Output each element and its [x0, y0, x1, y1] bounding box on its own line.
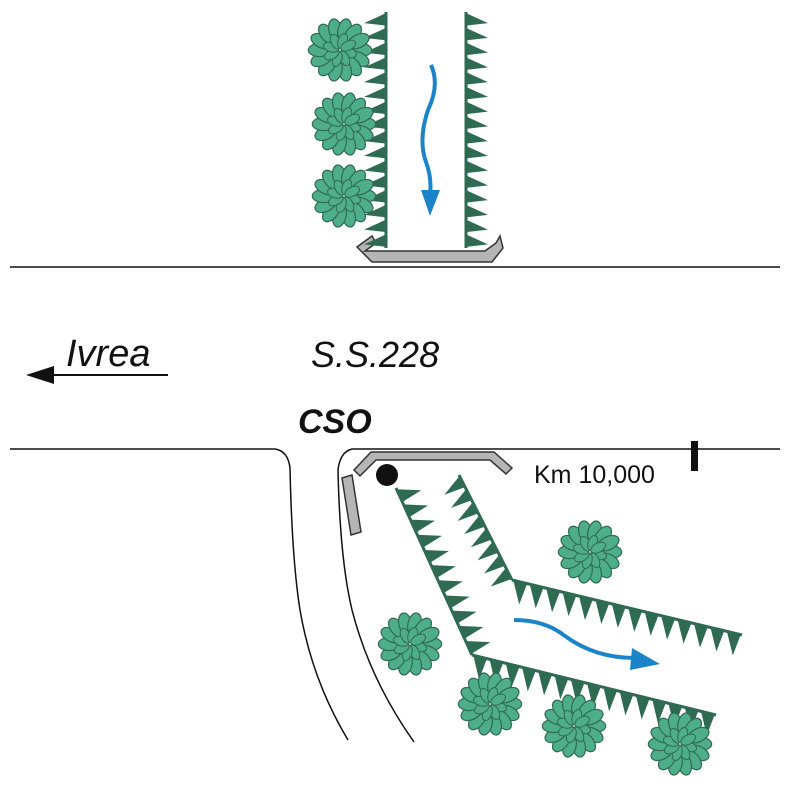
tree-icon-5: [377, 612, 443, 676]
kilometer-label: Km 10,000: [534, 461, 655, 489]
flow-arrow-south-icon: [513, 618, 660, 670]
tree-icon-4: [557, 520, 623, 584]
vegetation: [307, 18, 713, 776]
culvert-side-icon: [341, 474, 362, 536]
culvert-south-icon: [352, 451, 514, 478]
direction-label: Ivrea: [66, 333, 150, 375]
kilometer-marker-icon: [691, 441, 698, 471]
direction-arrow-icon: [26, 366, 168, 384]
ditch-banks: [364, 12, 743, 736]
ditch-bank-south-right-a: [444, 474, 514, 587]
road-edge-south-west: [10, 448, 349, 741]
tree-icon-1: [307, 18, 373, 82]
ditch-bank-north-right: [464, 12, 488, 248]
monitoring-station-icon: [376, 464, 398, 486]
station-label: CSO: [298, 403, 372, 441]
tree-icon-3: [311, 164, 377, 228]
tree-icon-2: [311, 92, 377, 156]
ditch-bank-south-left-a: [394, 487, 491, 656]
ditch-bank-south-right-b: [511, 578, 743, 656]
tree-icon-8: [647, 712, 713, 776]
road-edge-south-east: [337, 448, 780, 743]
tree-icon-7: [541, 694, 607, 758]
flow-arrow-north-icon: [420, 64, 440, 216]
road-label: S.S.228: [311, 334, 439, 375]
tree-icon-6: [457, 672, 523, 736]
